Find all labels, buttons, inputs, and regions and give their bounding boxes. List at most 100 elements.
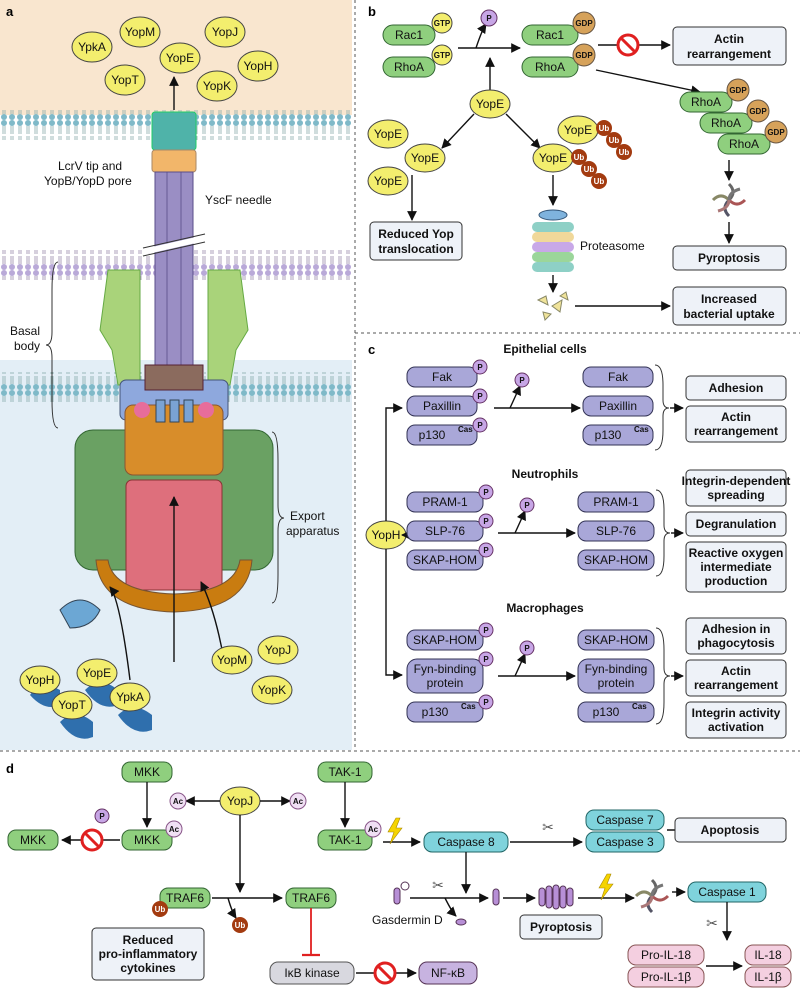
yop-label: YopK: [258, 683, 286, 697]
proil1b-label: Pro-IL-1β: [641, 970, 691, 984]
macrophages-title: Macrophages: [506, 601, 584, 615]
panel-d-label: d: [6, 761, 14, 776]
inhibition-icon: [373, 961, 397, 985]
reduced-label-2: pro-inflammatory: [99, 947, 198, 961]
gdp-badge: GDP: [767, 128, 785, 137]
ub-icon: Ub: [574, 153, 585, 162]
fyn-label-1: Fyn-binding: [585, 662, 648, 676]
caspase3-label: Caspase 3: [596, 835, 654, 849]
p130-label: p130: [419, 428, 446, 442]
panel-c-label: c: [368, 342, 375, 357]
inflammasome-icon: [711, 182, 747, 218]
yop-label: YopJ: [212, 25, 238, 39]
il1b-label: IL-1β: [754, 970, 782, 984]
ub-icon: Ub: [609, 136, 620, 145]
proteasome-icon: [532, 209, 574, 272]
scissors-icon: ✂: [542, 819, 554, 835]
rac1-gtp-label: Rac1: [395, 28, 423, 42]
actin-label-1: Actin: [721, 410, 751, 424]
nfkb-label: NF-κB: [431, 966, 465, 980]
gasdermin-icon: [393, 881, 410, 905]
yop-label: YopM: [217, 653, 247, 667]
ros-label-3: production: [705, 574, 768, 588]
cas-label: Cas: [458, 425, 473, 434]
basal-label-2: body: [14, 339, 40, 353]
gdp-badge: GDP: [749, 107, 767, 116]
proteasome-label: Proteasome: [580, 239, 645, 253]
neutrophils-title: Neutrophils: [512, 467, 579, 481]
p130-label: p130: [422, 705, 449, 719]
yop-label: YopK: [203, 79, 231, 93]
actin-label-2: rearrangement: [694, 424, 778, 438]
ub-icon: Ub: [235, 921, 246, 930]
mkk-label: MKK: [20, 833, 46, 847]
yope-label: YopE: [539, 151, 567, 165]
cas-label: Cas: [461, 702, 476, 711]
integrin-label-2: spreading: [707, 488, 764, 502]
gasdermin-fragment-icon: [492, 888, 500, 906]
secreted-yops: YpkA YopM YopJ YopE YopT YopK YopH: [71, 16, 279, 102]
panel-b-label: b: [368, 4, 376, 19]
tak1-label: TAK-1: [328, 765, 361, 779]
apoptosis-label: Apoptosis: [701, 823, 760, 837]
phosphate-icon: P: [483, 488, 489, 497]
cas-label: Cas: [634, 425, 649, 434]
chaperone-bound-yops: YopH YopE YopT YpkA: [19, 658, 152, 739]
export-label-2: apparatus: [286, 524, 339, 538]
ub-icon: Ub: [584, 165, 595, 174]
phago-label-1: Adhesion in: [702, 622, 771, 636]
paxillin-label: Paxillin: [599, 399, 637, 413]
reduced-label-1: Reduced: [123, 933, 174, 947]
integrin-label-1: Integrin-dependent: [682, 474, 791, 488]
yopj-label: YopJ: [227, 794, 253, 808]
acetyl-icon: Ac: [293, 797, 304, 806]
lightning-icon: [598, 873, 614, 901]
gtp-badge: GTP: [434, 19, 451, 28]
ros-label-2: intermediate: [700, 560, 772, 574]
acetyl-icon: Ac: [368, 825, 379, 834]
pram1-label: PRAM-1: [593, 495, 639, 509]
uptake-label-1: Increased: [701, 292, 757, 306]
panel-b: b Rac1 GTP RhoA GTP P Rac1 GDP RhoA GDP …: [367, 4, 788, 326]
reduced-label-1: Reduced Yop: [378, 227, 454, 241]
needle-label: YscF needle: [205, 193, 272, 207]
basal-label-1: Basal: [10, 324, 40, 338]
lcrv-tip: [151, 149, 197, 173]
yop-label: YopH: [26, 673, 55, 687]
fak-label: Fak: [608, 370, 629, 384]
scissors-icon: ✂: [432, 877, 444, 893]
mkk-label: MKK: [134, 765, 160, 779]
yop-label: YopJ: [265, 643, 291, 657]
yope-label: YopE: [564, 123, 592, 137]
acetyl-icon: Ac: [173, 797, 184, 806]
rhoa-gdp-label: RhoA: [535, 60, 565, 74]
caspase1-label: Caspase 1: [698, 885, 756, 899]
adhesion-label: Adhesion: [709, 381, 764, 395]
phosphate-icon: P: [524, 501, 530, 510]
skaphom-label: SKAP-HOM: [584, 553, 648, 567]
fyn-label-2: protein: [427, 676, 464, 690]
scissors-icon: ✂: [706, 915, 718, 931]
ub-icon: Ub: [599, 124, 610, 133]
actin-label-1: Actin: [714, 32, 744, 46]
intact-label-2: activation: [708, 720, 764, 734]
gdp-badge: GDP: [729, 86, 747, 95]
yope-label: YopE: [374, 127, 402, 141]
traf6-label: TRAF6: [166, 891, 204, 905]
ub-icon: Ub: [594, 177, 605, 186]
phago-label-2: phagocytosis: [697, 636, 775, 650]
skaphom-label: SKAP-HOM: [413, 633, 477, 647]
export-label-1: Export: [290, 509, 325, 523]
rhoa-label: RhoA: [691, 95, 721, 109]
phosphate-icon: P: [486, 14, 492, 23]
il18-label: IL-18: [754, 948, 782, 962]
ikb-label: IκB kinase: [284, 966, 340, 980]
gasdermin-pore-icon: [538, 884, 574, 910]
panel-d: d MKK YopJ Ac Ac MKK Ac P MKK TAK-1 TAK-…: [6, 761, 792, 988]
tak1-label: TAK-1: [328, 833, 361, 847]
gasdermin-label: Gasdermin D: [372, 913, 443, 927]
phosphate-icon: P: [99, 812, 105, 821]
yscf-needle: [154, 171, 194, 388]
fyn-label-2: protein: [598, 676, 635, 690]
